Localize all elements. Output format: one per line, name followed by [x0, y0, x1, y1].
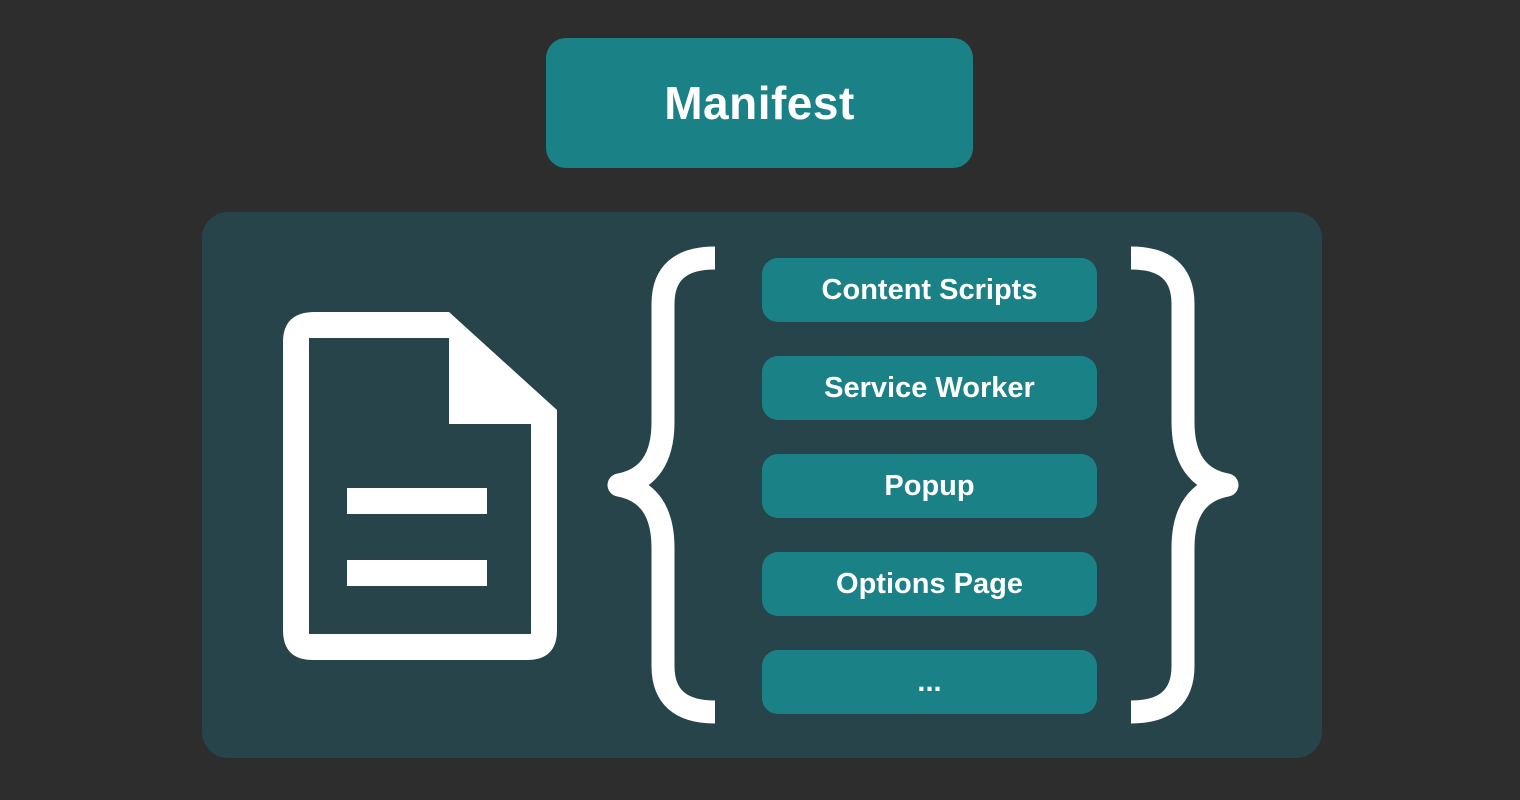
component-pill-service-worker: Service Worker — [762, 356, 1097, 420]
component-pill-label: Service Worker — [824, 371, 1035, 404]
left-brace-icon — [607, 246, 716, 724]
component-pill-content-scripts: Content Scripts — [762, 258, 1097, 322]
right-brace-icon — [1130, 246, 1239, 724]
manifest-file-icon — [283, 312, 557, 660]
component-pill-label: Options Page — [836, 567, 1023, 600]
doc-text-line-1 — [347, 488, 487, 514]
component-pill-label: ... — [917, 665, 942, 698]
component-pill-popup: Popup — [762, 454, 1097, 518]
component-pill-label: Content Scripts — [821, 273, 1038, 306]
component-pill-ellipsis: ... — [762, 650, 1097, 714]
manifest-contents-panel: Content Scripts Service Worker Popup Opt… — [202, 212, 1322, 758]
component-pill-list: Content Scripts Service Worker Popup Opt… — [762, 258, 1097, 714]
component-pill-label: Popup — [884, 469, 975, 502]
component-pill-options-page: Options Page — [762, 552, 1097, 616]
manifest-title-box: Manifest — [546, 38, 973, 168]
manifest-title-label: Manifest — [664, 77, 855, 129]
doc-text-line-2 — [347, 560, 487, 586]
